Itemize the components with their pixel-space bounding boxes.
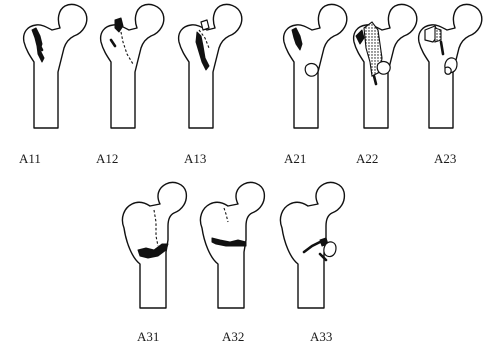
femur-a32 bbox=[200, 182, 264, 308]
lesser-trochanter-fragment-2 bbox=[445, 67, 451, 74]
lesser-trochanter-fragment bbox=[305, 64, 318, 77]
lesser-trochanter-fragment bbox=[377, 62, 390, 75]
label-a33: A33 bbox=[310, 329, 332, 344]
femur-a23 bbox=[419, 4, 482, 128]
femur-outline bbox=[24, 4, 87, 128]
femur-outline bbox=[122, 182, 186, 308]
label-a12: A12 bbox=[96, 151, 118, 166]
femur-a31 bbox=[122, 182, 186, 308]
label-a13: A13 bbox=[184, 151, 206, 166]
femur-a22 bbox=[354, 4, 417, 128]
label-a23: A23 bbox=[434, 151, 456, 166]
femur-a21 bbox=[284, 4, 347, 128]
label-a31: A31 bbox=[137, 329, 159, 344]
femur-a33 bbox=[280, 182, 344, 308]
trochanter-fragment bbox=[201, 20, 209, 30]
lesser-trochanter-fragment bbox=[324, 242, 336, 257]
femur-a11 bbox=[24, 4, 87, 128]
femur-outline bbox=[179, 4, 242, 128]
femur-outline bbox=[101, 4, 164, 128]
comminuted-zone bbox=[435, 28, 441, 42]
femur-a13 bbox=[179, 4, 242, 128]
label-a11: A11 bbox=[19, 151, 41, 166]
label-a22: A22 bbox=[356, 151, 378, 166]
label-a32: A32 bbox=[222, 329, 244, 344]
femur-a12 bbox=[101, 4, 164, 128]
label-a21: A21 bbox=[284, 151, 306, 166]
